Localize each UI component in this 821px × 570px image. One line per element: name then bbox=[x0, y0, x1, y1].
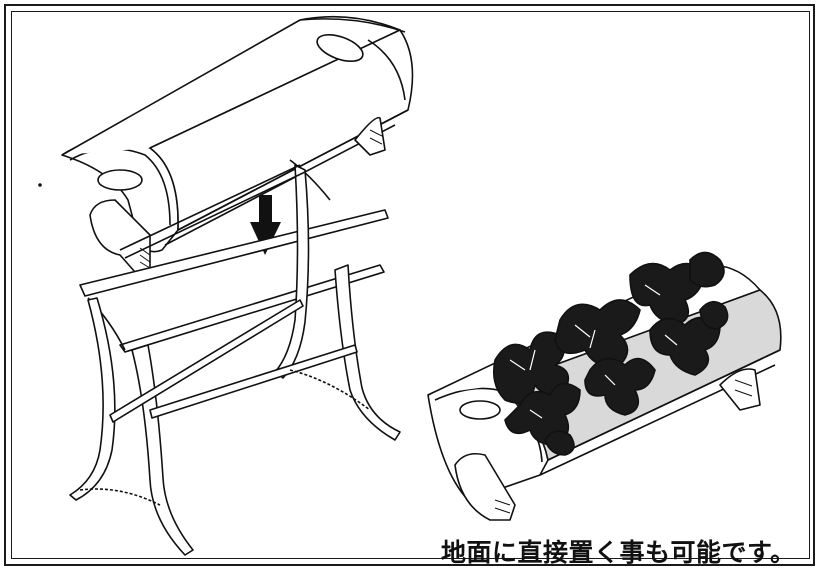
caption-text: 地面に直接置く事も可能です。 bbox=[441, 538, 796, 567]
inner-frame bbox=[11, 11, 810, 559]
planter-floating bbox=[61, 15, 414, 273]
dot-mark bbox=[38, 183, 42, 187]
down-arrow-icon bbox=[250, 195, 281, 255]
stand-frame bbox=[69, 159, 401, 556]
